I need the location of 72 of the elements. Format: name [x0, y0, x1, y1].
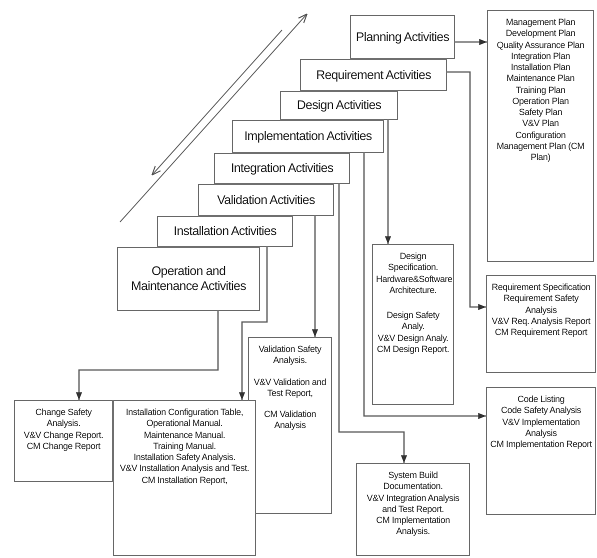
document-box — [248, 337, 332, 514]
document-item: V&V Installation Analysis and Test. — [120, 463, 250, 474]
document-item: CM Installation Report, — [142, 474, 228, 486]
document-item: Maintenance Plan — [506, 73, 575, 84]
document-item: CM Implementation Analysis. — [375, 515, 451, 538]
document-item: Safety Plan — [518, 107, 562, 118]
document-item: V&V Req. Analysis Report — [492, 316, 590, 327]
document-item: Installation Configuration Table, — [126, 407, 244, 418]
arrow — [447, 71, 486, 310]
document-item: V&V Plan — [522, 118, 559, 130]
document-item: Code Listing — [517, 394, 565, 406]
document-item: V&V Design Analy. — [378, 332, 448, 344]
document-box — [113, 400, 256, 556]
document-box — [14, 400, 113, 482]
document-item: Quality Assurance Plan — [496, 40, 584, 51]
activity-box — [214, 153, 350, 184]
document-item: Installation Safety Analysis. — [134, 452, 236, 464]
activity-box — [300, 59, 447, 91]
document-item: Integration Plan — [510, 50, 570, 62]
document-item: Requirement Safety Analysis — [502, 293, 580, 316]
document-item: Design Specification. — [386, 251, 440, 274]
activity-box — [350, 15, 455, 59]
document-item: Design Safety Analy. — [386, 310, 440, 332]
document-item: V&V Implementation Analysis — [501, 416, 581, 439]
document-item: Code Safety Analysis — [500, 405, 582, 416]
activity-label: Planning Activities — [356, 30, 450, 44]
document-item: Configuration Management Plan (CM Plan) — [496, 130, 586, 164]
document-item: Management Plan — [506, 17, 576, 28]
activity-label: Validation Activities — [217, 192, 315, 208]
arrow — [384, 120, 392, 244]
activity-label: Operation and Maintenance Activities — [130, 264, 247, 294]
activity-label: Requirement Activities — [316, 68, 431, 82]
document-item: Training Plan — [516, 84, 566, 96]
document-item: Operational Manual. — [146, 418, 223, 430]
activity-label: Integration Activities — [230, 161, 334, 176]
document-box — [486, 387, 596, 515]
document-item: V&V Integration Analysis and Test Report. — [366, 492, 460, 515]
arrow — [363, 153, 486, 420]
document-box — [356, 463, 470, 556]
document-item: Development Plan — [506, 28, 576, 40]
activity-box — [280, 91, 398, 120]
arrow — [338, 184, 408, 463]
document-item: Hardware&Software Architecture. — [376, 274, 450, 296]
document-item: CM Validation Analysis — [262, 409, 318, 432]
activity-box — [198, 184, 334, 216]
document-item: CM Change Report — [26, 440, 100, 452]
document-item: Requirement Specification — [492, 282, 590, 294]
document-item: Validation Safety Analysis. — [258, 344, 322, 366]
activity-label: Installation Activities — [174, 224, 276, 239]
document-item: Installation Plan — [510, 62, 570, 74]
arrow — [455, 38, 487, 46]
document-box — [487, 10, 594, 262]
activity-label: Implementation Activities — [244, 129, 372, 144]
document-item: Change Safety Analysis. — [34, 407, 93, 430]
document-item: System Build Documentation. — [382, 470, 444, 492]
document-item: CM Requirement Report — [494, 327, 588, 338]
document-item: V&V Validation and Test Report, — [252, 376, 328, 399]
activity-box — [117, 247, 260, 311]
document-item: Operation Plan — [512, 96, 569, 107]
document-item: Training Manual. — [153, 440, 216, 452]
document-item: CM Design Report. — [376, 344, 450, 355]
arrow — [76, 311, 219, 400]
arrow — [238, 247, 268, 400]
document-item: V&V Change Report. — [24, 430, 104, 441]
activity-label: Design Activities — [296, 98, 382, 113]
activity-box — [232, 120, 384, 153]
document-item: CM Implementation Report — [490, 439, 592, 450]
arrow — [312, 216, 318, 337]
document-box — [372, 244, 454, 405]
document-box — [486, 275, 596, 373]
document-item: Maintenance Manual. — [144, 430, 226, 441]
activity-box — [157, 216, 293, 247]
